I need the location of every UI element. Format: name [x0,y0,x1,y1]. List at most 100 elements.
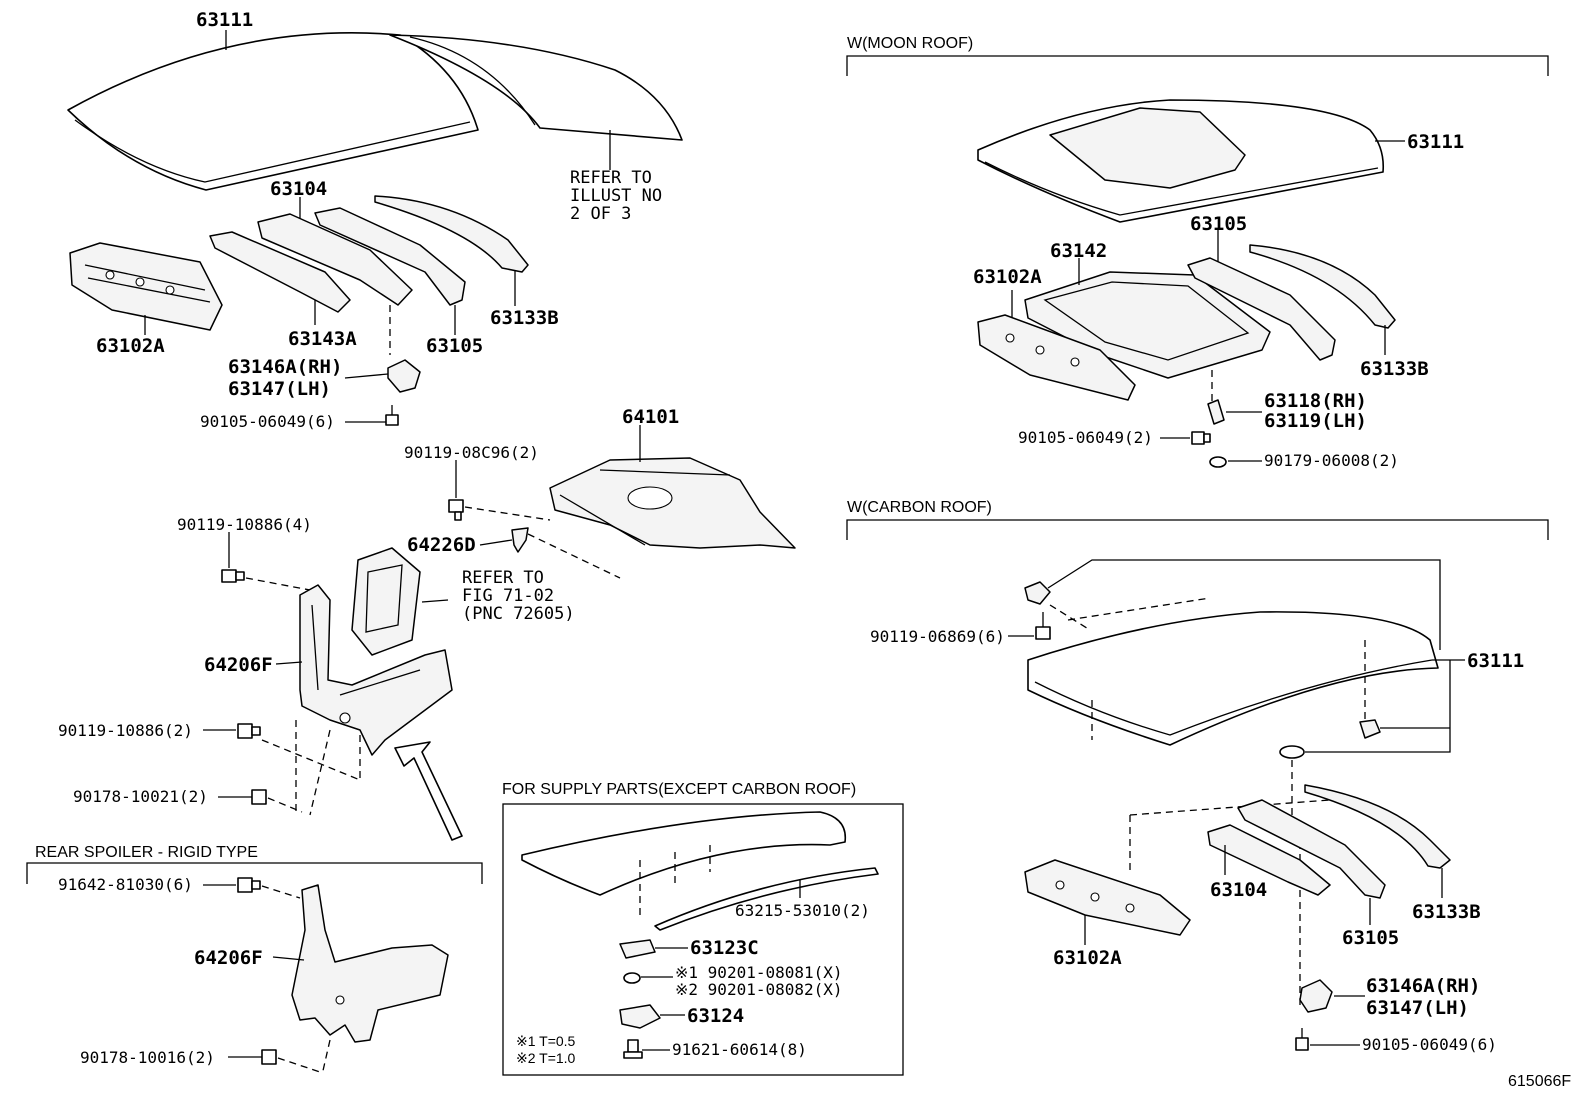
label-refer-illust-1: REFER TO [570,168,652,188]
moon-roof-group: W(MOON ROOF) 63111 63142 63102A 63105 63… [846,35,1549,470]
note-t05: ※1 T=0.5 [516,1033,576,1049]
label-63133b-left: 63133B [490,307,559,329]
label-90119-10886-4: 90119-10886(4) [177,515,312,534]
main-roof-group: 63111 REFER TO ILLUST NO 2 OF 3 63102A 6… [67,9,683,431]
nut-90178-10021 [251,789,267,805]
label-63118: 63118(RH) [1264,390,1367,412]
bolt-90119-10886-4 [221,569,245,583]
illustration-id: 615066F [1508,1073,1571,1090]
rail-63105-moon [1187,257,1336,361]
label-refer-illust-3: 2 OF 3 [570,204,631,224]
rear-spoiler-group: REAR SPOILER - RIGID TYPE 91642-81030(6)… [26,844,483,1076]
bolt-90119-06869 [1035,612,1051,640]
supply-box [502,803,904,1076]
bolt-90105-left [385,405,399,426]
label-63119: 63119(LH) [1264,410,1367,432]
label-63111: 63111 [196,9,253,31]
label-90201-08082: ※2 90201-08082(X) [675,980,843,999]
label-64226d: 64226D [407,534,476,556]
label-63147-left: 63147(LH) [228,378,331,400]
label-refer-fig-3: (PNC 72605) [462,604,575,624]
label-90119-10886-2: 90119-10886(2) [58,721,193,740]
supply-title: FOR SUPPLY PARTS(EXCEPT CARBON ROOF) [502,781,856,798]
label-refer-fig-1: REFER TO [462,568,544,588]
label-90105-left: 90105-06049(6) [200,412,335,431]
view-arrow [394,741,463,841]
rail-63133b-carbon [1304,784,1451,869]
bracket-carbon-top [1024,581,1051,605]
label-90179: 90179-06008(2) [1264,451,1399,470]
label-63111-moon: 63111 [1407,131,1464,153]
bracket-63146a-carbon [1299,979,1333,1013]
rail-63102a-moon [977,314,1136,401]
label-63133b-moon: 63133B [1360,358,1429,380]
label-90178-10016: 90178-10016(2) [80,1048,215,1067]
label-63146a-carbon: 63146A(RH) [1366,975,1480,997]
label-63104-left: 63104 [270,178,327,200]
rail-63105-carbon [1237,799,1386,899]
rail-63133b [374,195,529,273]
label-63146a-left: 63146A(RH) [228,356,342,378]
bracket-63124 [619,1004,661,1029]
label-63105-carbon: 63105 [1342,927,1399,949]
label-90105-moon: 90105-06049(2) [1018,428,1153,447]
cap-carbon [1279,745,1305,759]
brace-64206f-spoiler [291,884,449,1043]
label-91621: 91621-60614(8) [672,1040,807,1059]
label-90201-08081: ※1 90201-08081(X) [675,963,843,982]
label-63105-left: 63105 [426,335,483,357]
rail-63104 [257,213,413,306]
bolt-90119-10886-2 [237,723,261,739]
clip-63123c [619,939,656,959]
rail-63143a [209,231,351,313]
bracket-carbon-right [1359,719,1381,739]
roof-panel-63111 [67,32,479,191]
label-63143a: 63143A [288,328,357,350]
label-63104-carbon: 63104 [1210,879,1267,901]
nut-90178-10016 [261,1049,277,1065]
bolt-91642-81030 [237,877,261,893]
label-63102a-moon: 63102A [973,266,1042,288]
molding-63215 [654,867,879,931]
label-63215: 63215-53010(2) [735,901,870,920]
screw-91621 [623,1039,643,1059]
shelf-64101 [549,457,796,549]
supply-parts-group: FOR SUPPLY PARTS(EXCEPT CARBON ROOF) 632… [502,781,904,1076]
rail-63102a-carbon [1024,859,1191,936]
label-63111-carbon: 63111 [1467,650,1524,672]
carbon-roof-panel-63111 [1027,611,1439,746]
bracket-64226d [511,527,529,553]
bolt-90105-moon [1191,431,1211,445]
label-63124: 63124 [687,1005,744,1027]
brace-64206f [299,584,453,756]
rail-63102a [69,242,223,331]
carbon-roof-title: W(CARBON ROOF) [847,499,992,516]
label-91642-81030: 91642-81030(6) [58,875,193,894]
rear-spoiler-title: REAR SPOILER - RIGID TYPE [35,844,258,861]
label-63102a-left: 63102A [96,335,165,357]
rail-63105 [314,207,466,306]
label-90119-06869: 90119-06869(6) [870,627,1005,646]
carbon-roof-group: W(CARBON ROOF) 90119-06869(6) 63111 6310… [846,499,1549,1054]
label-90105-carbon: 90105-06049(6) [1362,1035,1497,1054]
rail-63133b-moon [1249,244,1396,329]
label-refer-illust-2: ILLUST NO [570,186,662,206]
label-63147-carbon: 63147(LH) [1366,997,1469,1019]
bracket-63146a [387,359,421,393]
label-64206f: 64206F [204,654,273,676]
bolt-90119-08c96 [448,499,464,521]
label-63133b-carbon: 63133B [1412,901,1481,923]
moon-roof-title: W(MOON ROOF) [847,35,973,52]
shim-90201 [623,972,641,984]
supply-roof-edge [521,811,847,896]
label-63142: 63142 [1050,240,1107,262]
moon-roof-opening [1049,107,1246,189]
bolt-90105-carbon [1295,1028,1309,1051]
label-64101: 64101 [622,406,679,428]
label-63123c: 63123C [690,937,759,959]
nut-90179 [1209,456,1227,468]
label-63102a-carbon: 63102A [1053,947,1122,969]
bracket-63118 [1207,399,1225,425]
bracket-refer-fig [351,547,421,656]
